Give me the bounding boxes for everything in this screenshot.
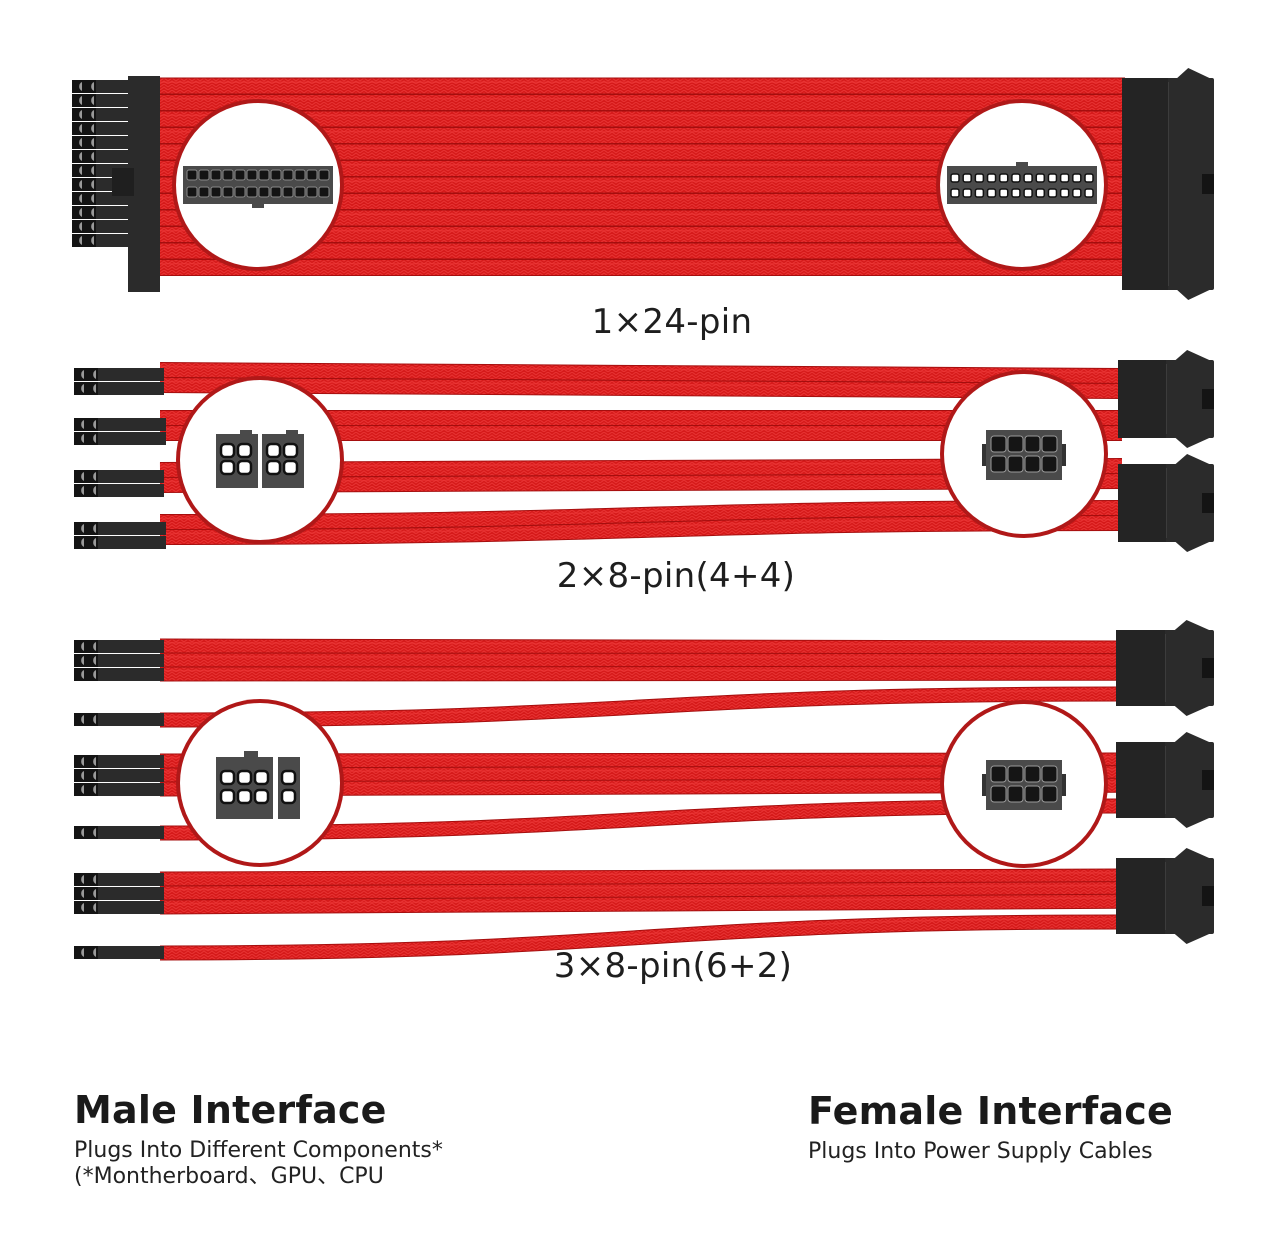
pinout-24-female-icon bbox=[947, 166, 1097, 204]
braided-cable bbox=[155, 259, 1125, 276]
male-6pin-connector-3 bbox=[74, 873, 164, 914]
male-24pin-clip bbox=[112, 168, 134, 196]
braided-cable bbox=[159, 425, 1122, 442]
braided-cable bbox=[155, 242, 1125, 260]
detail-circle-8pin-cpu-male bbox=[176, 376, 344, 544]
male-4pin-connector-1 bbox=[74, 368, 164, 395]
female-8pin-connector-2 bbox=[1118, 454, 1214, 552]
braided-cable bbox=[159, 881, 1121, 901]
male-2pin-connector-3 bbox=[74, 946, 164, 959]
braided-cable bbox=[159, 665, 1121, 682]
detail-circle-8pin-gpu-male bbox=[176, 699, 344, 867]
braided-cable bbox=[159, 638, 1121, 656]
braided-cable bbox=[160, 410, 1122, 426]
detail-circle-8pin-gpu-female bbox=[940, 700, 1108, 868]
braided-cable bbox=[159, 515, 1123, 545]
detail-circle-8pin-cpu-female bbox=[940, 370, 1108, 538]
braided-cable bbox=[154, 77, 1125, 95]
braided-cable bbox=[159, 868, 1121, 887]
female-interface-title: Female Interface bbox=[808, 1089, 1173, 1133]
male-6pin-connector-1 bbox=[74, 640, 164, 681]
detail-circle-24pin-female bbox=[936, 99, 1108, 271]
male-4pin-connector-2 bbox=[74, 418, 166, 445]
braided-cable bbox=[159, 752, 1121, 769]
male-interface-desc-1: Plugs Into Different Components* bbox=[74, 1138, 443, 1163]
braided-cable bbox=[159, 914, 1121, 961]
male-interface-caption: Male Interface Plugs Into Different Comp… bbox=[74, 1088, 443, 1190]
braided-cable bbox=[154, 110, 1125, 128]
female-interface-caption: Female Interface Plugs Into Power Supply… bbox=[808, 1089, 1173, 1165]
female-8pin-connector-1 bbox=[1118, 350, 1214, 448]
male-interface-desc-2: (*Montherboard、GPU、CPU bbox=[74, 1164, 384, 1189]
braided-cable bbox=[159, 893, 1121, 915]
braided-cable bbox=[159, 652, 1121, 669]
braided-cable bbox=[154, 126, 1125, 144]
cable-label-8pin-gpu: 3×8-pin(6+2) bbox=[553, 946, 793, 986]
pinout-2pin-icon bbox=[278, 757, 300, 819]
male-4pin-connector-4 bbox=[74, 522, 166, 549]
male-4pin-connector-3 bbox=[74, 470, 164, 497]
cable-label-24pin: 1×24-pin bbox=[591, 302, 753, 342]
female-8pin-gpu-connector-3 bbox=[1116, 848, 1214, 944]
pinout-6pin-icon bbox=[216, 757, 273, 819]
braided-cable bbox=[159, 362, 1123, 384]
braided-cable bbox=[155, 209, 1125, 227]
male-2pin-connector-1 bbox=[74, 713, 164, 726]
female-8pin-gpu-connector-2 bbox=[1116, 732, 1214, 828]
male-interface-title: Male Interface bbox=[74, 1088, 387, 1132]
braided-cable bbox=[159, 500, 1123, 530]
female-24pin-connector bbox=[1122, 68, 1214, 300]
male-2pin-connector-2 bbox=[74, 826, 164, 839]
cable-label-8pin-cpu: 2×8-pin(4+4) bbox=[556, 556, 796, 596]
braided-cable bbox=[155, 94, 1125, 111]
female-interface-desc-1: Plugs Into Power Supply Cables bbox=[808, 1139, 1153, 1164]
detail-circle-24pin-male bbox=[172, 99, 344, 271]
braided-cable bbox=[159, 686, 1121, 728]
braided-cable bbox=[159, 473, 1123, 493]
braided-cable bbox=[159, 798, 1121, 841]
male-6pin-connector-2 bbox=[74, 755, 164, 796]
braided-cable bbox=[159, 377, 1123, 399]
braided-cable bbox=[155, 226, 1125, 243]
female-8pin-gpu-connector-1 bbox=[1116, 620, 1214, 716]
braided-cable bbox=[154, 143, 1125, 161]
